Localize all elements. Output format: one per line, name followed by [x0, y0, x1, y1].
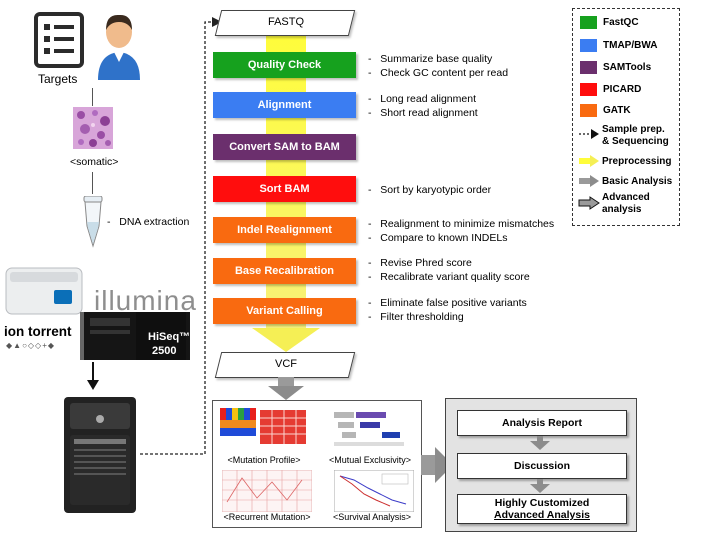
mutual-exclusivity-label: <Mutual Exclusivity>: [328, 455, 412, 465]
arrow-down-icon: [530, 479, 550, 493]
legend-item-picard: PICARD: [580, 83, 641, 96]
note-line: - Sort by karyotypic order: [368, 184, 492, 196]
note-line: - Compare to known INDELs: [368, 232, 508, 244]
legend-item-fastqc: FastQC: [580, 16, 639, 29]
quality-check-notes: - Summarize base quality - Check GC cont…: [368, 52, 508, 80]
analysis-report-box: Analysis Report: [457, 410, 627, 436]
gray-arrow-icon: [579, 175, 599, 187]
tube-icon: [83, 196, 103, 248]
legend-label: TMAP/BWA: [603, 40, 658, 51]
step-variant-calling: Variant Calling: [213, 298, 356, 324]
ion-torrent-machine: [5, 267, 83, 315]
variant-calling-notes: - Eliminate false positive variants - Fi…: [368, 296, 527, 324]
legend-label: FastQC: [603, 17, 639, 28]
survival-analysis-label: <Survival Analysis>: [332, 512, 412, 522]
legend-sample-prep-line: & Sequencing: [602, 136, 669, 147]
somatic-label: <somatic>: [70, 156, 119, 168]
fastq-label: FASTQ: [267, 16, 305, 28]
legend-swatch: [580, 39, 597, 52]
alignment-notes: - Long read alignment - Short read align…: [368, 92, 478, 120]
legend-label: GATK: [603, 105, 631, 116]
legend-item-gatk: GATK: [580, 104, 631, 117]
step-alignment: Alignment: [213, 92, 356, 118]
mutation-profile-thumbnail: [218, 406, 308, 448]
legend-advanced-line: Advanced: [602, 192, 650, 203]
outlined-arrow-icon: [578, 196, 600, 210]
legend-item-samtools: SAMTools: [580, 61, 651, 74]
arrow-down-icon: [87, 380, 99, 390]
left-connector-line: [92, 88, 93, 106]
discussion-box: Discussion: [457, 453, 627, 479]
targets-label: Targets: [38, 72, 78, 86]
left-connector-line: [92, 172, 93, 194]
legend-label: PICARD: [603, 84, 642, 95]
dashed-arrow-icon: [579, 129, 599, 139]
legend-swatch: [580, 104, 597, 117]
illumina-brand: illumina: [94, 285, 197, 316]
ion-torrent-symbols: ◆▲○◇◇+◆: [6, 341, 56, 350]
yellow-arrow-icon: [579, 155, 599, 167]
hiseq-model: HiSeq™: [148, 331, 191, 343]
note-line: - Long read alignment: [368, 93, 476, 105]
legend-preprocessing: Preprocessing: [602, 156, 672, 167]
survival-analysis-thumbnail: [334, 470, 414, 512]
basic-analysis-arrow: [268, 377, 304, 400]
legend-sample-prep-line: Sample prep.: [602, 124, 665, 135]
hiseq-number: 2500: [152, 345, 177, 357]
legend-swatch: [580, 16, 597, 29]
hiseq-machine: [80, 312, 190, 360]
arrow-down-icon: [530, 436, 550, 450]
legend-basic-analysis: Basic Analysis: [602, 176, 673, 187]
step-sort-bam: Sort BAM: [213, 176, 356, 202]
advanced-analysis-line: Highly Customized: [494, 497, 590, 509]
legend-swatch: [580, 83, 597, 96]
legend-label: SAMTools: [603, 62, 652, 73]
note-line: - Recalibrate variant quality score: [368, 271, 530, 283]
step-convert-sam-to-bam: Convert SAM to BAM: [213, 134, 356, 160]
dna-extraction-note: - DNA extraction: [107, 216, 190, 228]
mutual-exclusivity-thumbnail: [330, 406, 410, 450]
tissue-image: [73, 107, 113, 149]
note-line: - Check GC content per read: [368, 67, 509, 79]
legend-swatch: [580, 61, 597, 74]
step-base-recalibration: Base Recalibration: [213, 258, 356, 284]
legend-advanced-analysis: Advanced analysis: [602, 192, 650, 216]
checklist-icon: [34, 12, 84, 68]
computer-tower: [64, 397, 136, 513]
recurrent-mutation-thumbnail: [222, 470, 312, 512]
step-quality-check: Quality Check: [213, 52, 356, 78]
vcf-label: VCF: [275, 358, 297, 370]
base-recalibration-notes: - Revise Phred score - Recalibrate varia…: [368, 256, 530, 284]
note-line: - Summarize base quality: [368, 53, 493, 65]
ion-torrent-brand: ion torrent: [4, 324, 72, 339]
person-icon: [98, 14, 140, 80]
step-indel-realignment: Indel Realignment: [213, 217, 356, 243]
legend-advanced-line: analysis: [602, 204, 642, 215]
note-line: - Revise Phred score: [368, 257, 472, 269]
note-line: - Realignment to minimize mismatches: [368, 218, 555, 230]
note-line: - Short read alignment: [368, 107, 478, 119]
advanced-analysis-box: Highly Customized Advanced Analysis: [457, 494, 627, 524]
indel-realignment-notes: - Realignment to minimize mismatches - C…: [368, 217, 554, 245]
legend-sample-prep: Sample prep. & Sequencing: [602, 124, 669, 148]
sort-bam-notes: - Sort by karyotypic order: [368, 183, 491, 197]
note-line: - Eliminate false positive variants: [368, 297, 527, 309]
mutation-profile-label: <Mutation Profile>: [227, 455, 301, 465]
recurrent-mutation-label: <Recurrent Mutation>: [223, 512, 311, 522]
left-connector-line: [92, 362, 94, 382]
advanced-analysis-line: Advanced Analysis: [494, 509, 590, 521]
advanced-analysis-arrow-right: [421, 447, 453, 483]
note-line: - Filter thresholding: [368, 311, 464, 323]
legend-item-tmap-bwa: TMAP/BWA: [580, 39, 657, 52]
